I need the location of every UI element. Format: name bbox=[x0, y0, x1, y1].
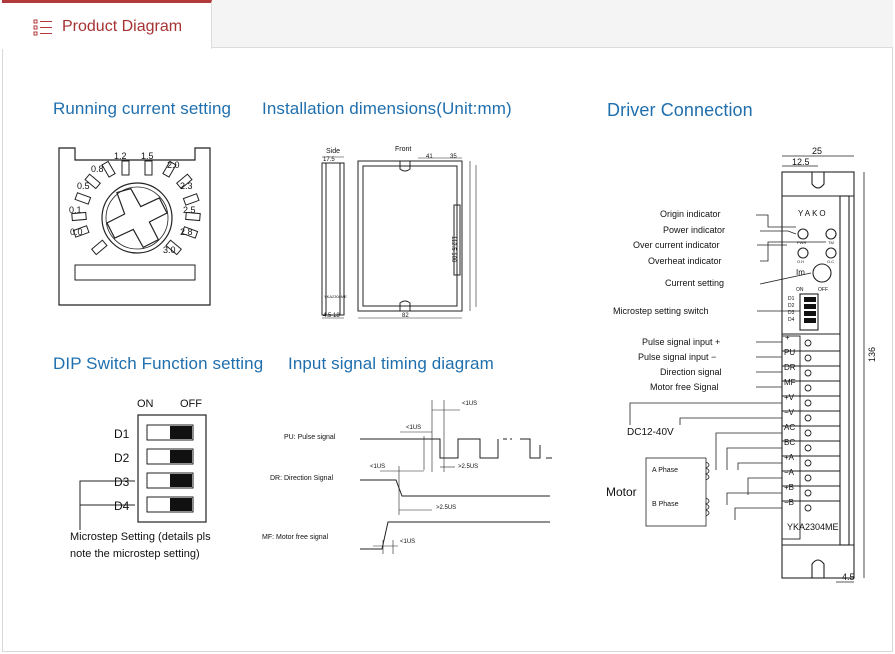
dial-label-1.2: 1.2 bbox=[114, 151, 127, 161]
tab-product-diagram[interactable]: Product Diagram bbox=[2, 0, 212, 49]
terminal-plus-v: +V bbox=[784, 393, 795, 402]
driver-current-setting: Current setting bbox=[665, 278, 725, 288]
heading-installation: Installation dimensions(Unit:mm) bbox=[262, 99, 512, 118]
driver-led-oh: O.H bbox=[797, 259, 805, 264]
driver-switch-d1: D1 bbox=[788, 296, 795, 302]
dial-label-2.5: 2.5 bbox=[183, 205, 196, 215]
timing-t4: >2.5US bbox=[458, 464, 479, 470]
heading-running-current: Running current setting bbox=[53, 99, 232, 118]
installation-dim-bottom-front: 82 bbox=[402, 313, 409, 319]
terminal-ac: AC bbox=[784, 423, 796, 432]
driver-switch-on: ON bbox=[796, 287, 804, 293]
installation-model-small: YKA2304ME bbox=[324, 294, 347, 299]
timing-t1: <1US bbox=[462, 401, 478, 407]
driver-dim-width: 25 bbox=[812, 146, 823, 156]
installation-dim-side-top: 17.5 bbox=[323, 157, 335, 163]
dip-caption-line2: note the microstep setting) bbox=[70, 548, 200, 560]
dip-caption-line1: Microstep Setting (details pls bbox=[70, 531, 211, 543]
timing-t2: <1US bbox=[406, 425, 422, 431]
installation-side-label: Side bbox=[326, 148, 341, 155]
driver-model: YKA2304ME bbox=[787, 522, 839, 532]
driver-switch-d3: D3 bbox=[788, 310, 795, 316]
installation-dim-bottom-side: 4.5 18 bbox=[323, 313, 340, 319]
driver-signal-pulse-plus: Pulse signal input + bbox=[642, 337, 721, 347]
driver-dc-voltage: DC12-40V bbox=[627, 427, 674, 438]
driver-switch-d4: D4 bbox=[788, 317, 795, 323]
driver-overheat-indicator: Overheat indicator bbox=[648, 256, 722, 266]
heading-driver-connection: Driver Connection bbox=[607, 100, 753, 120]
installation-front-label: Front bbox=[395, 146, 412, 153]
driver-switch-d2: D2 bbox=[788, 303, 795, 309]
driver-dim-half: 12.5 bbox=[792, 157, 810, 167]
driver-over-current-indicator: Over current indicator bbox=[633, 240, 720, 250]
terminal-bc: BC bbox=[784, 438, 796, 447]
terminal-minus-v: −V bbox=[784, 408, 795, 417]
driver-origin-indicator: Origin indicator bbox=[660, 209, 721, 219]
timing-mf-label: MF: Motor free signal bbox=[262, 534, 329, 541]
terminal-mf: MF bbox=[784, 378, 796, 387]
driver-motor-label: Motor bbox=[606, 485, 637, 499]
dial-label-2.8: 2.8 bbox=[180, 227, 193, 237]
driver-signal-direction: Direction signal bbox=[660, 367, 722, 377]
dip-row-d2: D2 bbox=[114, 451, 130, 465]
driver-im-label: Im bbox=[796, 268, 805, 277]
driver-power-indicator: Power indicator bbox=[663, 225, 726, 235]
installation-dim-front-a: 41 bbox=[426, 154, 433, 160]
terminal-pu: PU bbox=[784, 348, 796, 357]
timing-t6: <1US bbox=[400, 539, 416, 545]
dial-label-2.3: 2.3 bbox=[180, 181, 193, 191]
list-icon bbox=[33, 19, 52, 36]
terminal-plus-b: +B bbox=[784, 483, 795, 492]
driver-microstep-switch: Microstep setting switch bbox=[613, 306, 709, 316]
driver-led-oc: O.C bbox=[827, 259, 835, 264]
dip-row-d3: D3 bbox=[114, 475, 130, 489]
dip-row-d4: D4 bbox=[114, 499, 130, 513]
driver-dim-height: 136 bbox=[867, 346, 877, 362]
heading-timing: Input signal timing diagram bbox=[288, 354, 494, 373]
terminal-minus-b: −B bbox=[784, 498, 795, 507]
tab-label: Product Diagram bbox=[62, 18, 183, 35]
terminal-plus-a: +A bbox=[784, 453, 795, 462]
dial-label-0.1: 0.1 bbox=[69, 205, 82, 215]
timing-t5: >2.5US bbox=[436, 505, 457, 511]
driver-signal-pulse-minus: Pulse signal input − bbox=[638, 352, 717, 362]
dip-off-label: OFF bbox=[180, 398, 202, 410]
terminal-plus: + bbox=[785, 333, 790, 342]
heading-dip-switch: DIP Switch Function setting bbox=[53, 354, 264, 373]
dial-label-1.5: 1.5 bbox=[141, 151, 154, 161]
driver-signal-motor-free: Motor free Signal bbox=[650, 382, 719, 392]
dial-label-2.0: 2.0 bbox=[167, 160, 180, 170]
installation-dim-front-b: 35 bbox=[450, 154, 457, 160]
driver-switch-off: OFF bbox=[818, 287, 828, 293]
timing-dr-label: DR: Direction Signal bbox=[270, 475, 334, 482]
dip-on-label: ON bbox=[137, 398, 154, 410]
driver-brand-logo: YAKO bbox=[798, 209, 828, 218]
timing-t3: <1US bbox=[370, 464, 386, 470]
dip-row-d1: D1 bbox=[114, 427, 130, 441]
terminal-minus-a: −A bbox=[784, 468, 795, 477]
dial-label-3.0: 3.0 bbox=[163, 245, 176, 255]
driver-a-phase: A Phase bbox=[652, 467, 679, 474]
dial-label-0.8: 0.8 bbox=[91, 164, 104, 174]
driver-b-phase: B Phase bbox=[652, 501, 679, 508]
dial-label-0.5: 0.5 bbox=[77, 181, 90, 191]
timing-pu-label: PU: Pulse signal bbox=[284, 434, 336, 441]
driver-dim-bottom: 4.5 bbox=[842, 572, 855, 582]
driver-led-tm: TM bbox=[828, 240, 834, 245]
terminal-dr: DR bbox=[784, 363, 796, 372]
dial-label-0.0: 0.0 bbox=[70, 227, 83, 237]
driver-led-pwr: PWR bbox=[797, 240, 807, 245]
